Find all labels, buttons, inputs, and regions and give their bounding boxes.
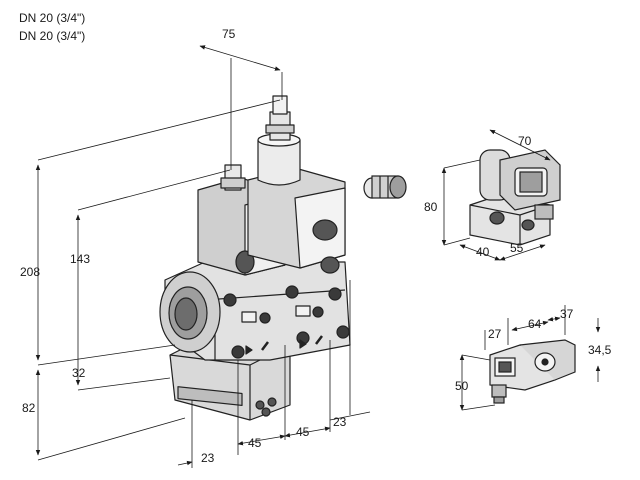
dim-27: 27 [488, 327, 502, 341]
dim-23-side: 23 [333, 415, 347, 429]
dimension-lines [35, 45, 601, 468]
solenoid-drawing [489, 339, 576, 404]
dim-208: 208 [20, 265, 40, 279]
dim-32: 32 [72, 366, 86, 380]
dim-40: 40 [476, 245, 490, 259]
cable-gland [363, 175, 407, 199]
valve-body [159, 261, 351, 361]
dim-55: 55 [510, 241, 524, 255]
regulator-cylinder [257, 95, 301, 186]
dim-143: 143 [70, 252, 90, 266]
coil-housing-right [247, 167, 346, 274]
header-line-1: DN 20 (3/4") [19, 11, 86, 25]
dim-80: 80 [424, 200, 438, 214]
dim-37: 37 [560, 307, 574, 321]
dim-82: 82 [22, 401, 36, 415]
dim-70: 70 [518, 134, 532, 148]
dim-45-right: 45 [296, 425, 310, 439]
double-valve-drawing [159, 95, 351, 421]
dim-75: 75 [222, 27, 236, 41]
dim-34-5: 34,5 [588, 343, 612, 357]
dim-50: 50 [455, 379, 469, 393]
pressure-switch-drawing [469, 149, 561, 246]
header-line-2: DN 20 (3/4") [19, 29, 86, 43]
dim-45-left: 45 [248, 436, 262, 450]
dim-23-bottom: 23 [201, 451, 215, 465]
adjuster-stem-left [220, 164, 246, 191]
dim-64: 64 [528, 317, 542, 331]
